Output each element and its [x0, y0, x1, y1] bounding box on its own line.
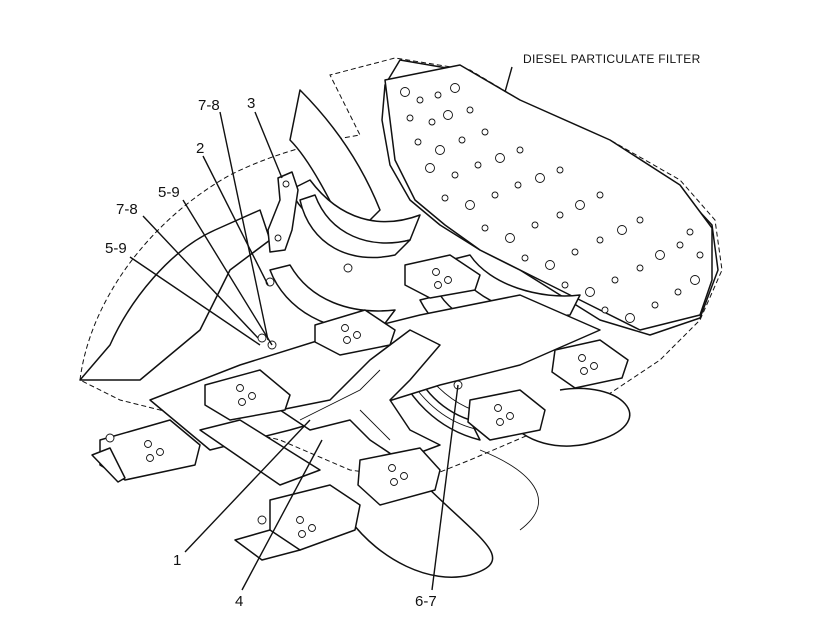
plate-hole: [585, 287, 595, 297]
housing-side-walls: [79, 89, 421, 381]
plate-hole: [556, 211, 564, 219]
plate-hole: [491, 191, 499, 199]
plate-hole: [625, 313, 635, 323]
plate-hole: [514, 181, 522, 189]
plate-hole: [465, 200, 475, 210]
plate-hole: [636, 216, 644, 224]
plate-hole: [521, 254, 529, 262]
pad-center: [314, 309, 396, 356]
plate-hole: [531, 221, 539, 229]
plate-hole: [481, 224, 489, 232]
plate-hole: [414, 138, 422, 146]
plate-hole: [617, 225, 627, 235]
plate-hole: [505, 233, 515, 243]
plate-hole: [561, 281, 569, 289]
plate-hole: [416, 96, 424, 104]
plate-hole: [545, 260, 555, 270]
perforated-mounting-plate: [384, 64, 713, 331]
plate-hole: [575, 200, 585, 210]
callout-7-8-upper: 7-8: [198, 97, 220, 114]
plate-hole: [571, 248, 579, 256]
plate-hole: [425, 163, 435, 173]
callout-1: 1: [173, 552, 181, 569]
callout-5-9-upper: 5-9: [158, 184, 180, 201]
pad-right: [467, 389, 546, 441]
pad-front-left: [91, 419, 201, 483]
plate-hole: [556, 166, 564, 174]
plate-hole: [428, 118, 436, 126]
plate-hole: [406, 114, 414, 122]
bolts: [105, 263, 463, 525]
plate-hole: [601, 306, 609, 314]
plate-hole: [696, 251, 704, 259]
plate-hole: [481, 128, 489, 136]
plate-hole: [535, 173, 545, 183]
plate-hole: [495, 153, 505, 163]
plate-hole: [690, 275, 700, 285]
pad-far-right: [551, 339, 629, 389]
plate-hole: [434, 91, 442, 99]
plate-hole: [611, 276, 619, 284]
plate-hole: [516, 146, 524, 154]
strap-bracket: [267, 171, 299, 253]
pad-front-center: [234, 484, 361, 561]
plate-hole: [596, 191, 604, 199]
plate-hole: [655, 250, 665, 260]
plate-hole: [686, 228, 694, 236]
plate-hole: [441, 194, 449, 202]
callout-3: 3: [247, 95, 255, 112]
plate-hole: [596, 236, 604, 244]
plate-hole: [443, 110, 453, 120]
plate-hole: [458, 136, 466, 144]
callout-2: 2: [196, 140, 204, 157]
pad-top: [404, 254, 481, 299]
plate-hole: [450, 83, 460, 93]
pad-rear-left: [204, 369, 291, 421]
plate-hole: [435, 145, 445, 155]
plate-hole: [474, 161, 482, 169]
leader-lines: [129, 66, 513, 591]
plate-hole: [636, 264, 644, 272]
plate-hole: [466, 106, 474, 114]
plate-hole: [674, 288, 682, 296]
callout-7-8-lower: 7-8: [116, 201, 138, 218]
plate-hole: [651, 301, 659, 309]
callout-5-9-lower: 5-9: [105, 240, 127, 257]
pad-front-right: [357, 447, 441, 506]
callout-6-7: 6-7: [415, 593, 437, 610]
mounting-pads: [91, 254, 629, 561]
plate-hole: [400, 87, 410, 97]
plate-hole: [451, 171, 459, 179]
callout-4: 4: [235, 593, 243, 610]
plate-hole: [676, 241, 684, 249]
diesel-particulate-filter-label: DIESEL PARTICULATE FILTER: [523, 52, 701, 66]
